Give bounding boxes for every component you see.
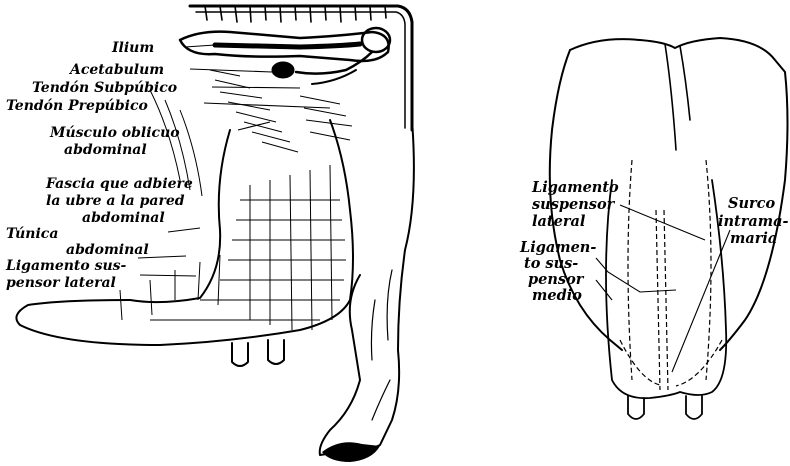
right-leader-lines	[596, 205, 730, 372]
rear-teat-right	[686, 396, 702, 419]
label-surco-1: Surco	[728, 195, 775, 212]
label-fascia-1: Fascia que adbiere	[45, 176, 193, 192]
label-lig-medio-1: Ligamen-	[519, 239, 596, 256]
label-tendon-prepubico: Tendón Prepúbico	[6, 98, 148, 114]
hind-leg	[320, 120, 414, 455]
label-lig-medio-3: pensor	[528, 271, 585, 288]
label-surco-2: intrama-	[718, 213, 789, 230]
label-fascia-2: la ubre a la pared	[46, 193, 185, 209]
label-ilium: Ilium	[111, 40, 154, 56]
label-tunica-1: Túnica	[6, 226, 58, 242]
suspensory-ligaments	[620, 160, 722, 390]
label-musculo-1: Músculo oblicuo	[49, 125, 180, 141]
label-lig-lateral-1: Ligamento	[531, 179, 619, 196]
label-fascia-3: abdominal	[82, 210, 165, 226]
label-lig-medio-2: to sus-	[524, 255, 578, 272]
teat-front	[232, 343, 248, 366]
rear-udder-outline	[606, 180, 726, 398]
right-labels: Ligamento suspensor lateral Ligamen- to …	[519, 179, 789, 304]
label-ligamento-1: Ligamento sus-	[5, 258, 127, 274]
vertebrae	[205, 6, 386, 22]
label-tendon-subpubico: Tendón Subpúbico	[32, 80, 177, 96]
left-labels: Ilium Acetabulum Tendón Subpúbico Tendón…	[5, 40, 193, 291]
label-lig-lateral-3: lateral	[532, 213, 586, 230]
label-tunica-2: abdominal	[66, 242, 149, 258]
label-ligamento-2: pensor lateral	[6, 275, 116, 291]
label-lig-medio-4: medio	[532, 287, 582, 304]
label-surco-3: maria	[730, 230, 777, 247]
hoof	[322, 442, 380, 462]
label-acetabulum: Acetabulum	[68, 62, 164, 78]
label-musculo-2: abdominal	[64, 142, 147, 158]
acetabulum-socket	[272, 62, 294, 78]
label-lig-lateral-2: suspensor	[532, 196, 616, 213]
teat-rear	[268, 340, 284, 364]
rear-teat-left	[628, 396, 644, 419]
